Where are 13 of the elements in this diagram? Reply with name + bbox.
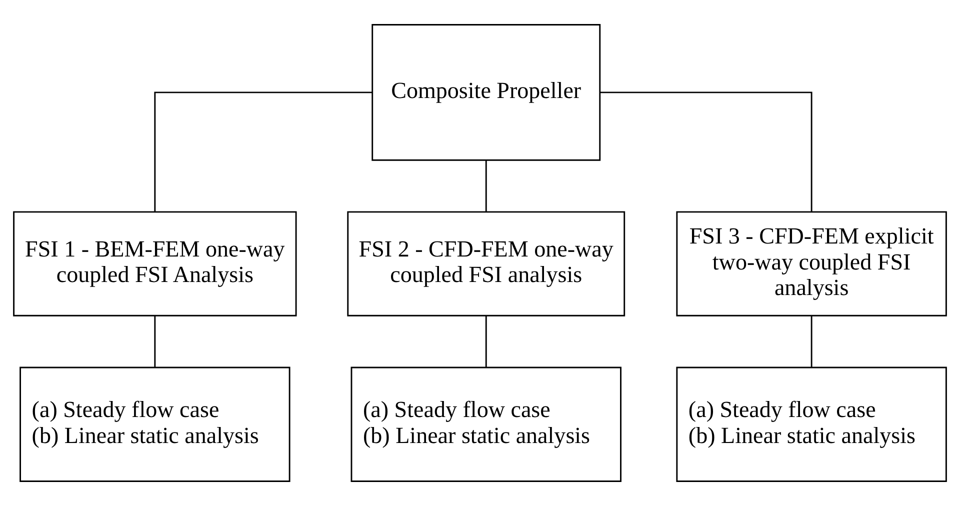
- connector: [600, 92, 812, 212]
- connector: [154, 92, 372, 212]
- node-box: (a) Steady flow case (b) Linear static analysis: [676, 366, 947, 482]
- node-box: FSI 1 - BEM-FEM one-way coupled FSI Analysis: [13, 211, 297, 316]
- connector: [485, 316, 487, 367]
- node-box: FSI 2 - CFD-FEM one-way coupled FSI analysis: [347, 211, 626, 316]
- node-box: (a) Steady flow case (b) Linear static analysis: [20, 366, 290, 482]
- connector: [154, 316, 156, 367]
- connector: [485, 160, 487, 212]
- node-box: (a) Steady flow case (b) Linear static analysis: [350, 366, 622, 482]
- node-box: Composite Propeller: [372, 24, 601, 161]
- node-box: FSI 3 - CFD-FEM explicit two-way coupled FSI analysis: [676, 211, 947, 316]
- connector: [810, 316, 812, 367]
